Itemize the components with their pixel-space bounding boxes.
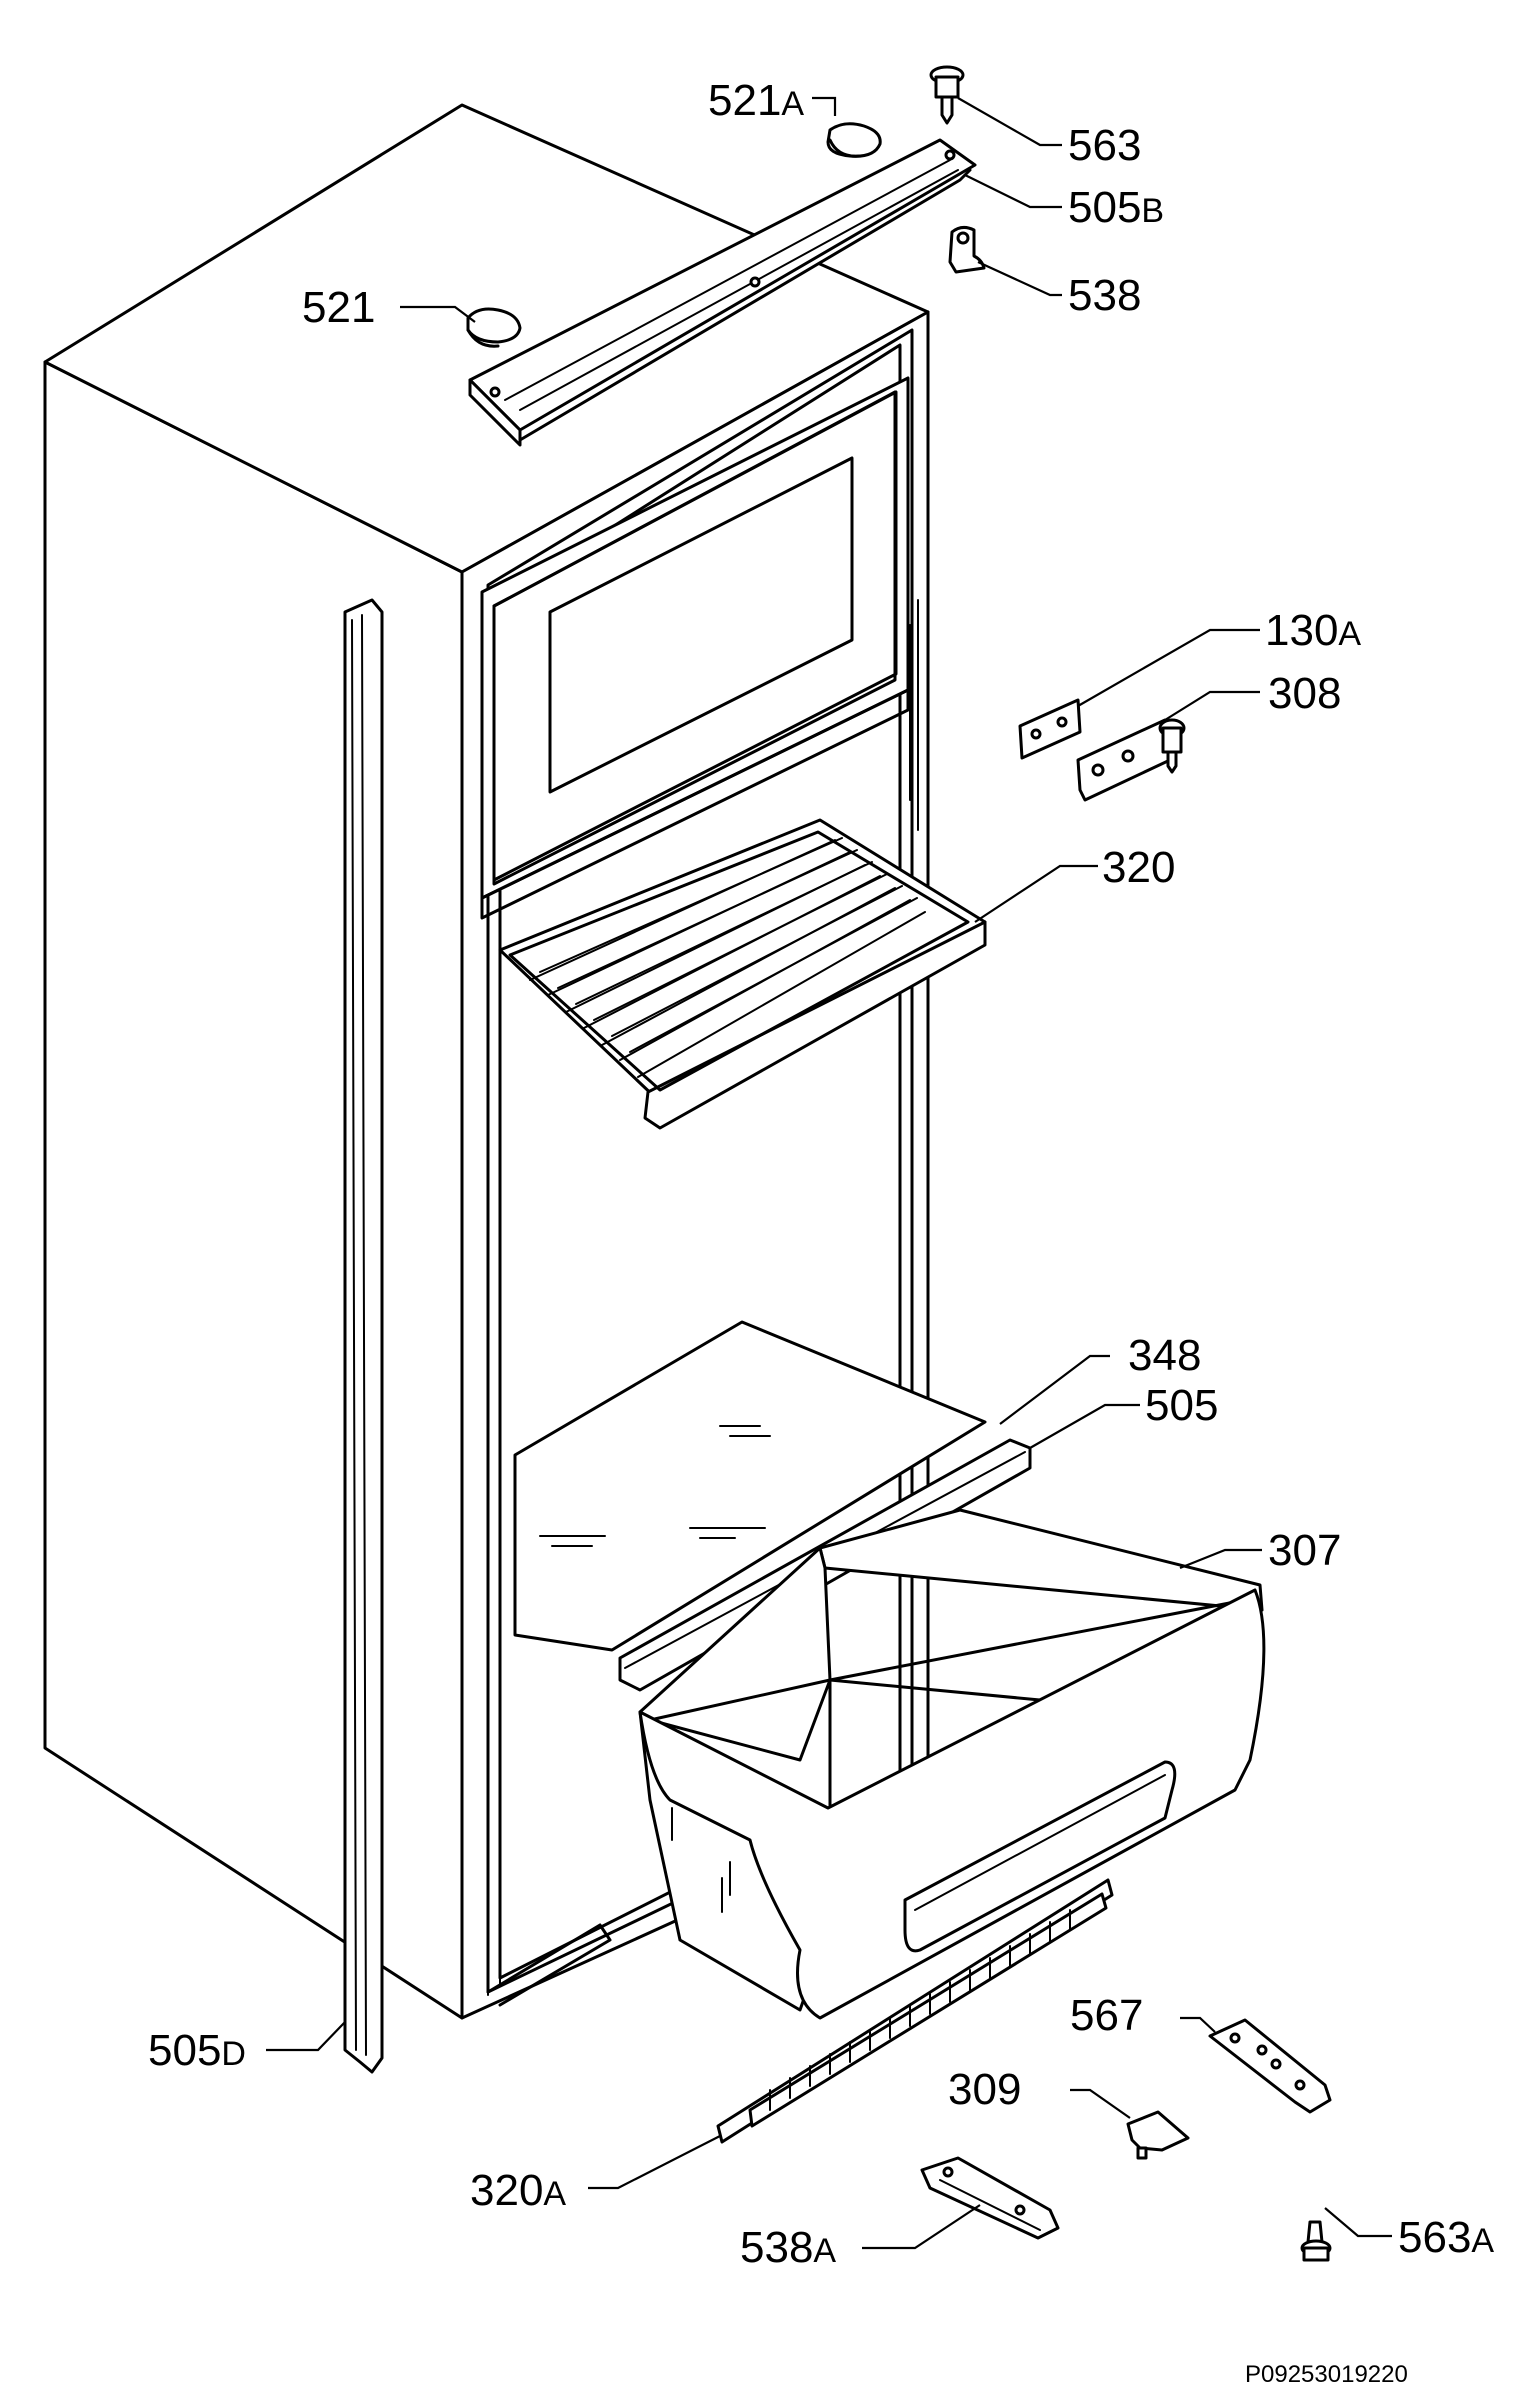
callout-348: 348: [1128, 1331, 1201, 1380]
callout-320: 320: [1102, 843, 1175, 892]
callout-309: 309: [948, 2065, 1021, 2114]
callout-labels: 521A 563 505B 538 521 130A 308 320 348 5…: [148, 76, 1494, 2272]
pin-563a: [1300, 2220, 1332, 2262]
drawing-code: P09253019220: [1245, 2361, 1408, 2388]
callout-307: 307: [1268, 1526, 1341, 1575]
callout-521: 521: [302, 283, 375, 332]
callout-563a: 563A: [1398, 2213, 1494, 2262]
hinge-538: [948, 225, 986, 274]
hinge-308: [1076, 718, 1186, 802]
callout-521a: 521A: [708, 76, 804, 125]
hinge-538a: [920, 2156, 1060, 2240]
wire-shelf-320: [498, 818, 987, 1130]
callout-320a: 320A: [470, 2166, 566, 2215]
hinge-cap-521a: [826, 122, 882, 158]
callout-563: 563: [1068, 121, 1141, 170]
crisper-drawer-307: [638, 1508, 1266, 2020]
callout-567: 567: [1070, 1991, 1143, 2040]
callout-308: 308: [1268, 669, 1341, 718]
plate-130a: [1018, 698, 1082, 760]
clip-309: [1126, 2110, 1190, 2160]
top-hinge-bracket: [468, 138, 977, 447]
leader-lines: [266, 96, 1392, 2250]
callout-505: 505: [1145, 1381, 1218, 1430]
pin-563: [929, 65, 965, 125]
glass-shelf-348: [513, 1320, 987, 1652]
callout-505b: 505B: [1068, 183, 1164, 232]
hinge-cap-521: [466, 307, 522, 348]
vent-grille-320a: [716, 1878, 1114, 2144]
grille-slots: [769, 1909, 1071, 2111]
callout-505d: 505D: [148, 2026, 246, 2075]
callout-538a: 538A: [740, 2223, 836, 2272]
door-gasket: [343, 598, 384, 2074]
plate-567: [1208, 2018, 1332, 2114]
callout-130a: 130A: [1265, 606, 1361, 655]
callout-538: 538: [1068, 271, 1141, 320]
